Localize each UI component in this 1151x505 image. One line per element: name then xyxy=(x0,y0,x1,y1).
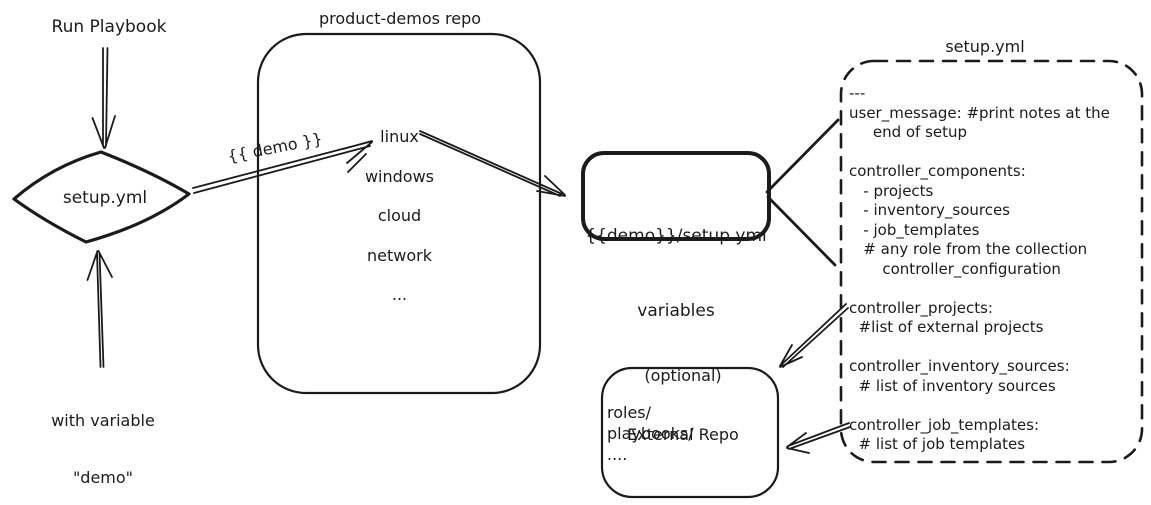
with-variable-label: with variable "demo" xyxy=(51,373,155,505)
yaml-line: - projects xyxy=(849,181,934,200)
yaml-line xyxy=(849,143,1141,163)
external-repo-item: playbooks/ xyxy=(607,424,694,443)
variables-box-label: {{demo}}/setup.yml variables xyxy=(585,174,767,374)
arrow-setup-to-external-top xyxy=(779,303,849,368)
external-repo-item-list: roles/playbooks/.... xyxy=(607,402,694,465)
variables-box xyxy=(581,151,771,241)
arrow-with-variable xyxy=(86,250,113,368)
yaml-line: # any role from the collection xyxy=(849,240,1088,258)
variables-box-line2: variables xyxy=(637,301,715,321)
yaml-line: - job_templates xyxy=(849,220,980,239)
diamond-label: setup.yml xyxy=(62,188,148,208)
setup-yml-content: ---user_message: #print notes at the end… xyxy=(849,84,1141,455)
yaml-line: --- xyxy=(849,84,866,102)
connector-variables-to-setup-top xyxy=(765,118,840,194)
yaml-line xyxy=(849,279,1141,299)
yaml-line: #list of external projects xyxy=(849,318,1044,336)
connector-variables-to-setup-bottom xyxy=(766,195,837,267)
yaml-line: user_message: #print notes at the xyxy=(849,103,1110,122)
yaml-line: controller_projects: xyxy=(849,298,993,317)
external-repo-label-line2: External Repo xyxy=(627,424,739,444)
arrow-linux-to-variables xyxy=(419,130,566,197)
setup-yml-title: setup.yml xyxy=(945,37,1025,56)
repo-item: cloud xyxy=(377,206,422,225)
external-repo-label: (optional) External Repo xyxy=(627,327,739,483)
yaml-line: - inventory_sources xyxy=(849,201,1011,219)
arrow-setup-to-external-bottom xyxy=(786,422,851,454)
yaml-line: controller_job_templates: xyxy=(849,415,1040,434)
external-repo-box xyxy=(600,366,780,499)
run-playbook-label: Run Playbook xyxy=(51,17,167,37)
repo-item: linux xyxy=(380,127,419,146)
repo-item: network xyxy=(367,245,432,265)
repo-item-list: linux windows cloud network... xyxy=(258,117,541,315)
yaml-line: controller_inventory_sources: xyxy=(849,357,1070,375)
variables-box-line1: {{demo}}/setup.yml xyxy=(585,226,767,246)
with-variable-line1: with variable xyxy=(51,411,155,430)
yaml-line: end of setup xyxy=(849,123,968,141)
yaml-line xyxy=(849,396,1141,416)
arrow-run-playbook xyxy=(91,47,116,149)
external-repo-item: roles/ xyxy=(607,403,652,422)
yaml-line: controller_components: xyxy=(849,162,1026,180)
repo-item: windows xyxy=(364,166,435,186)
with-variable-line2: "demo" xyxy=(72,468,134,487)
yaml-line: controller_configuration xyxy=(849,259,1061,278)
yaml-line: # list of job templates xyxy=(849,435,1026,453)
repo-item: ... xyxy=(391,285,408,304)
repo-title: product-demos repo xyxy=(318,9,482,28)
yaml-line: # list of inventory sources xyxy=(849,376,1056,395)
setup-yml-box xyxy=(839,59,1144,464)
setup-diamond-shape xyxy=(12,150,191,244)
external-repo-label-line1: (optional) xyxy=(644,366,722,385)
repo-box xyxy=(256,32,542,395)
external-repo-item: .... xyxy=(607,445,628,464)
arrow-demo-to-linux xyxy=(192,140,373,194)
yaml-line xyxy=(849,338,1141,358)
